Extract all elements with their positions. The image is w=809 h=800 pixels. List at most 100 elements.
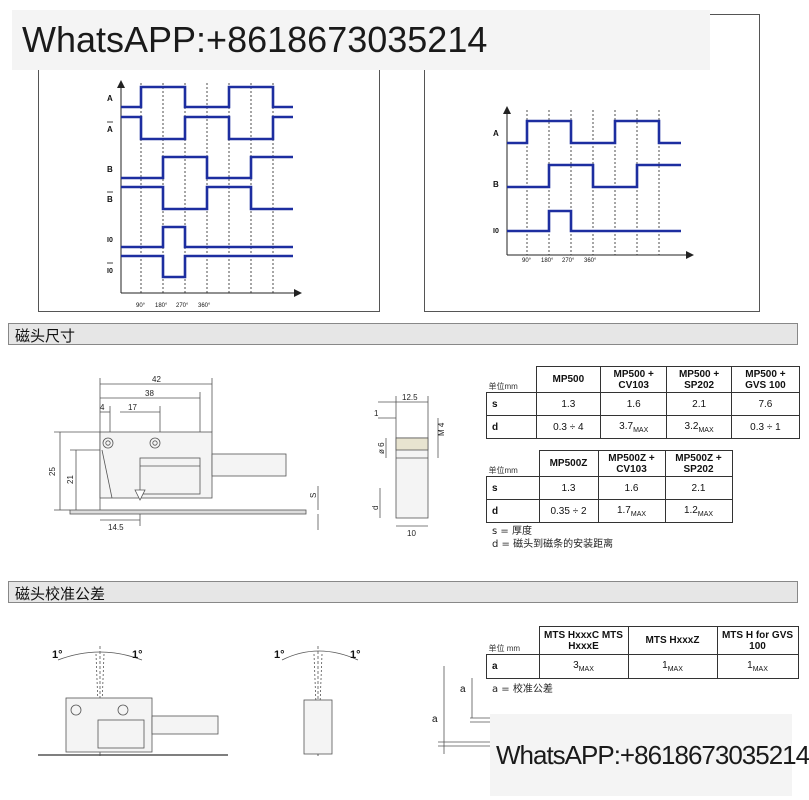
angle-360-right: 360° xyxy=(584,258,597,264)
dim-10: 10 xyxy=(407,529,416,538)
dim-m4: M 4 xyxy=(437,422,446,436)
spec-table-calibration: 单位 mm MTS HxxxC MTS HxxxE MTS HxxxZ MTS … xyxy=(486,626,799,679)
angle-label-left-2: 1° xyxy=(274,649,285,661)
angle-90: 90° xyxy=(136,303,146,309)
section-title-tolerance: 磁头校准公差 xyxy=(15,585,106,603)
signal-b-wave xyxy=(121,155,293,180)
note-d: d = 磁头到磁条的安装距离 xyxy=(492,539,614,550)
timing-waveforms-left: A A B B I0 I0 90° 180° 270° 360° xyxy=(107,80,302,309)
timing-waveforms-right: A B I0 90° 180° 270° 360° xyxy=(493,106,694,264)
table3-header: MTS H for GVS 100 xyxy=(716,626,799,655)
table1-row-label: s xyxy=(486,392,537,416)
table3-header: MTS HxxxZ xyxy=(627,626,718,655)
signal-b-bar-wave xyxy=(121,185,293,211)
angle-180-right: 180° xyxy=(541,258,554,264)
label-a-bar: A xyxy=(107,125,113,134)
label-i0: I0 xyxy=(107,237,113,244)
signal-i0-wave-right xyxy=(507,209,681,233)
angle-label-right-2: 1° xyxy=(350,649,361,661)
table1-header: MP500 + SP202 xyxy=(666,366,732,393)
table1-cell: 3.7MAX xyxy=(600,415,668,439)
signal-i0-bar-wave xyxy=(121,254,293,279)
dim-21: 21 xyxy=(66,475,75,484)
tolerance-front-drawing: 1° 1° xyxy=(38,646,228,757)
label-b-right: B xyxy=(493,180,499,189)
signal-b-wave-right xyxy=(507,163,681,189)
table1-cell: 7.6 xyxy=(730,392,801,416)
note-a: a = 校准公差 xyxy=(492,684,553,695)
table1-header: MP500 + CV103 xyxy=(600,366,668,393)
spec-table-mp500: 单位mm MP500 MP500 + CV103 MP500 + SP202 M… xyxy=(486,366,801,439)
note-s: s = 厚度 xyxy=(492,526,532,537)
alignment-tolerance-drawing: a a xyxy=(432,666,500,754)
table2-cell: 1.7MAX xyxy=(597,499,666,523)
signal-a-wave xyxy=(121,85,293,109)
table2-cell: 1.6 xyxy=(597,476,666,500)
table2-header: MP500Z + CV103 xyxy=(597,450,666,477)
table3-cell: 3MAX xyxy=(538,654,629,679)
head-side-view-drawing: 12.5 1 ø 6 M 4 d 10 xyxy=(371,393,446,538)
table2-cell: 0.35 ÷ 2 xyxy=(538,499,599,523)
dim-1: 1 xyxy=(374,409,379,418)
angle-270: 270° xyxy=(176,303,189,309)
signal-i0-wave xyxy=(121,225,293,249)
dim-42: 42 xyxy=(152,375,161,384)
table1-cell: 1.6 xyxy=(600,392,668,416)
angle-label-right: 1° xyxy=(132,649,143,661)
table2-cell: 1.2MAX xyxy=(664,499,733,523)
table2-cell: 1.3 xyxy=(538,476,599,500)
table1-cell: 0.3 ÷ 4 xyxy=(535,415,602,439)
dim-phi6: ø 6 xyxy=(377,442,386,454)
table2-header: MP500Z + SP202 xyxy=(664,450,733,477)
table1-cell: 1.3 xyxy=(535,392,602,416)
table1-row-label: d xyxy=(486,415,537,439)
spec-table-mp500z: 单位mm MP500Z MP500Z + CV103 MP500Z + SP20… xyxy=(486,450,733,523)
signal-a-bar-wave xyxy=(121,115,293,141)
table3-unit: 单位 mm xyxy=(488,644,521,653)
label-a-right: A xyxy=(493,129,499,138)
dim-s: S xyxy=(309,493,318,498)
label-i0-bar: I0 xyxy=(107,268,113,275)
table2-row-label: d xyxy=(486,499,540,523)
table3-row-label: a xyxy=(486,654,540,679)
angle-90-right: 90° xyxy=(522,258,532,264)
table3-cell: 1MAX xyxy=(716,654,799,679)
label-a-lower: a xyxy=(432,714,438,725)
table1-unit: 单位mm xyxy=(488,382,518,391)
table3-header: MTS HxxxC MTS HxxxE xyxy=(538,626,629,655)
dim-38: 38 xyxy=(145,389,154,398)
table1-cell: 2.1 xyxy=(666,392,732,416)
signal-a-wave-right xyxy=(507,119,681,145)
table2-header: MP500Z xyxy=(538,450,599,477)
label-b: B xyxy=(107,165,113,174)
angle-label-left: 1° xyxy=(52,649,63,661)
angle-180: 180° xyxy=(155,303,168,309)
table1-cell: 0.3 ÷ 1 xyxy=(730,415,801,439)
dim-12-5: 12.5 xyxy=(402,393,418,402)
head-front-view-drawing: 42 38 4 17 25 21 14.5 S xyxy=(48,375,319,532)
tolerance-side-drawing: 1° 1° xyxy=(274,646,361,757)
table2-row-label: s xyxy=(486,476,540,500)
table3-cell: 1MAX xyxy=(627,654,718,679)
table2-unit: 单位mm xyxy=(488,466,518,475)
dim-17: 17 xyxy=(128,403,137,412)
table1-header: MP500 + GVS 100 xyxy=(730,366,801,393)
dim-25: 25 xyxy=(48,467,57,476)
dim-4: 4 xyxy=(100,403,105,412)
table1-cell: 3.2MAX xyxy=(666,415,732,439)
label-i0-right: I0 xyxy=(493,228,499,235)
section-bar-dimensions: 磁头尺寸 xyxy=(8,323,798,345)
label-a: A xyxy=(107,94,113,103)
watermark-top: WhatsAPP:+8618673035214 xyxy=(12,10,710,70)
section-title-dimensions: 磁头尺寸 xyxy=(15,327,76,345)
section-bar-tolerance: 磁头校准公差 xyxy=(8,581,798,603)
label-a-upper: a xyxy=(460,684,466,695)
label-b-bar: B xyxy=(107,195,113,204)
angle-360: 360° xyxy=(198,303,211,309)
table1-header: MP500 xyxy=(535,366,602,393)
angle-270-right: 270° xyxy=(562,258,575,264)
dim-d: d xyxy=(371,506,380,510)
watermark-bottom: WhatsAPP:+8618673035214 xyxy=(490,714,809,796)
table2-cell: 2.1 xyxy=(664,476,733,500)
dim-14-5: 14.5 xyxy=(108,523,124,532)
